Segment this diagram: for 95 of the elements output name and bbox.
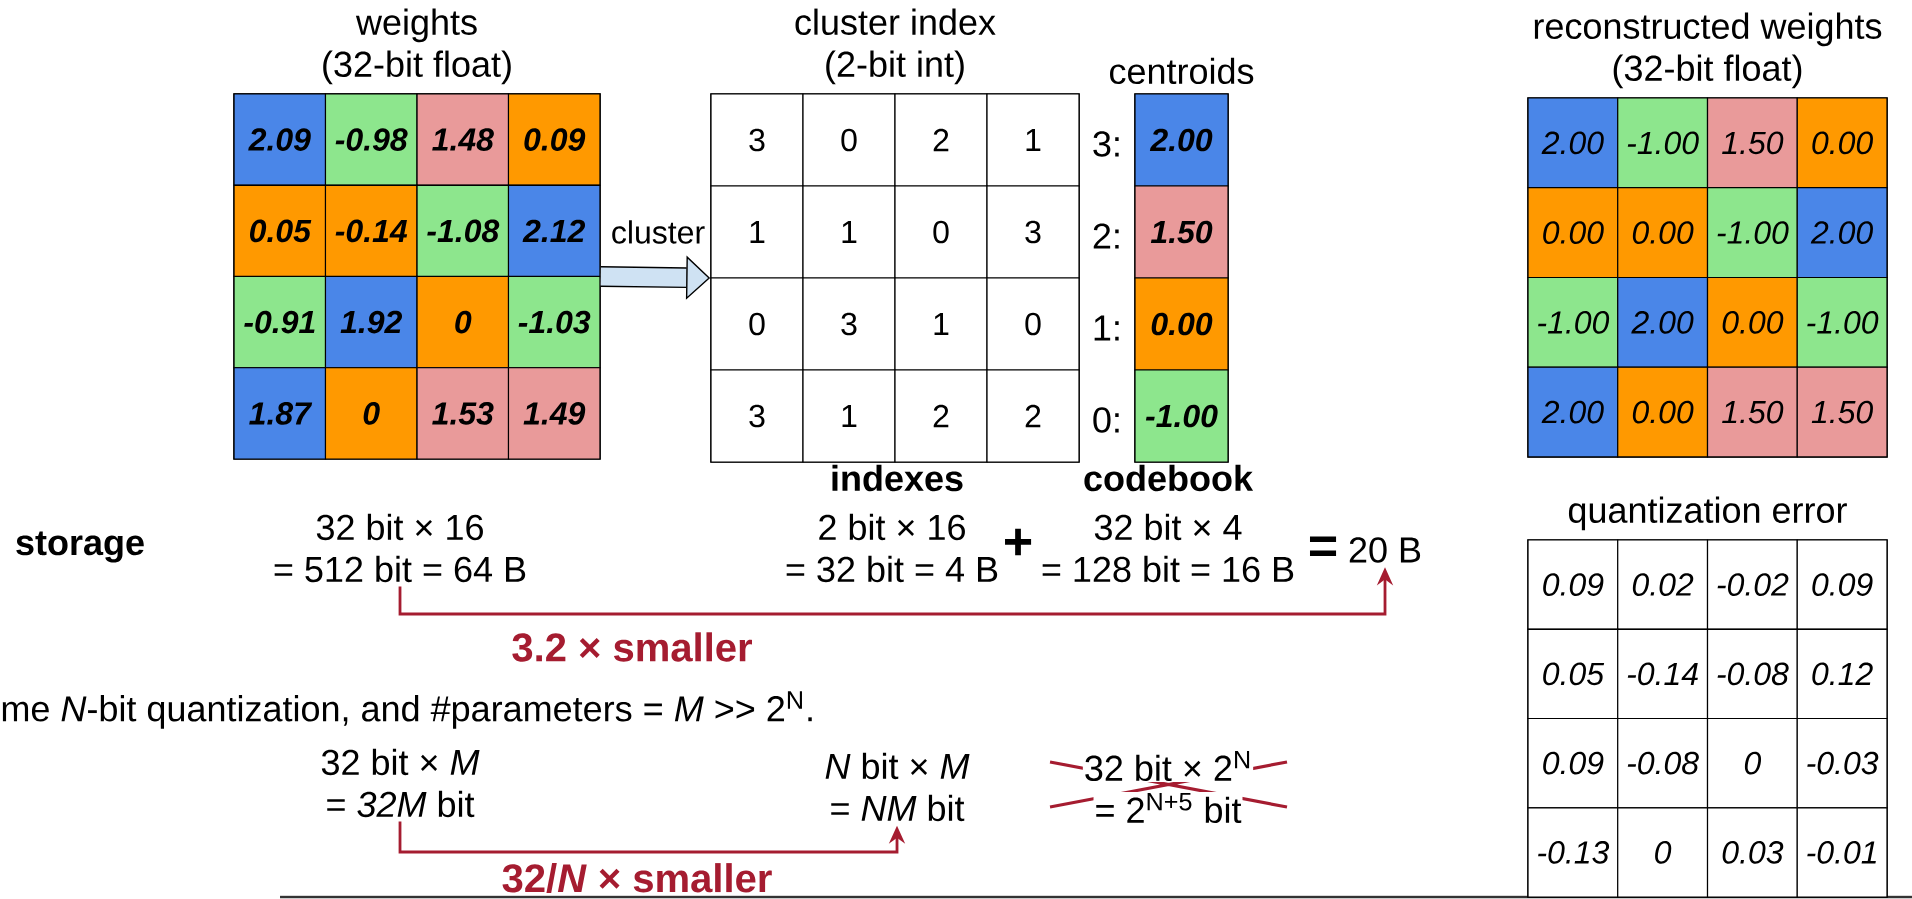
weight-cell: 0: [416, 275, 510, 369]
index-label: 3:: [1093, 131, 1119, 157]
section-heading: indexes: [832, 464, 963, 492]
weight-cell: 0.00: [1617, 366, 1709, 458]
weight-cell: 0.00: [1706, 276, 1798, 368]
weight-cell: -1.00: [1706, 187, 1798, 279]
index-cell: 2: [986, 369, 1080, 463]
node-label: cluster index (2-bit int): [795, 8, 996, 85]
error-cell: 0.12: [1796, 628, 1888, 720]
weight-cell: 1.87: [233, 367, 327, 460]
weight-cell: 0.09: [507, 93, 601, 186]
storage-formula: 32 bit × M = 32M bit: [321, 748, 480, 818]
storage-formula: 2 bit × 16 = 32 bit = 4 B: [786, 513, 998, 583]
weight-cell: -1.03: [507, 275, 601, 369]
error-cell: -0.08: [1706, 628, 1798, 720]
node-label: 0: [1655, 841, 1672, 864]
error-cell: -0.03: [1796, 717, 1888, 809]
storage-formula: 32 bit × 16 = 512 bit = 64 B: [274, 513, 526, 583]
error-cell: 0.02: [1617, 539, 1709, 630]
node-label: reconstructed weights (32-bit float): [1534, 12, 1882, 89]
plus-sign: +: [1005, 528, 1032, 556]
weight-cell: 1.53: [416, 367, 510, 460]
index-cell: 0: [986, 277, 1080, 371]
centroid-cell: 2.00: [1134, 93, 1229, 187]
node-label: weights (32-bit float): [323, 8, 511, 85]
index-label: 0:: [1093, 407, 1119, 433]
storage-formula: 32 bit × 2$^{N}$ = 2$^{N+5}$ bit: [1082, 749, 1254, 825]
weight-cell: 2.00: [1527, 97, 1619, 189]
weight-cell: -0.91: [233, 275, 327, 369]
error-cell: -0.01: [1796, 807, 1888, 898]
weight-cell: 1.49: [507, 367, 601, 460]
weight-cell: 0.00: [1617, 187, 1709, 279]
error-cell: 0.09: [1527, 539, 1619, 630]
index-cell: 3: [986, 185, 1080, 279]
storage-formula: N bit × M = NM bit: [825, 752, 970, 822]
assumption-text: me N-bit quantization, and #parameters = M >> 2$^{N}$.: [2, 691, 812, 729]
weight-cell: 1.50: [1706, 366, 1798, 458]
weight-cell: -0.98: [324, 93, 418, 186]
index-cell: 0: [802, 93, 896, 187]
index-cell: 3: [710, 369, 804, 463]
error-cell: 0.09: [1796, 539, 1888, 630]
index-cell: 1: [986, 93, 1080, 187]
error-cell: -0.14: [1617, 628, 1709, 720]
weight-cell: 2.00: [1617, 276, 1709, 368]
node-label: centroids: [1110, 57, 1254, 85]
index-cell: 1: [710, 185, 804, 279]
node-label: quantization error: [1568, 496, 1847, 531]
centroid-cell: 1.50: [1134, 185, 1229, 279]
index-label: 2:: [1093, 223, 1119, 249]
weight-cell: 1.50: [1796, 366, 1888, 458]
weight-cell: 1.50: [1706, 97, 1798, 189]
section-heading: codebook: [1084, 464, 1254, 492]
error-cell: 0.05: [1527, 628, 1619, 720]
weight-cell: 2.09: [233, 93, 327, 186]
weight-cell: 1.48: [416, 93, 510, 186]
error-cell: 0: [1617, 807, 1709, 898]
storage-total: 20 B: [1349, 537, 1421, 563]
index-cell: 2: [894, 369, 988, 463]
weight-cell: -1.00: [1527, 276, 1619, 368]
weight-cell: 0.05: [233, 184, 327, 278]
storage-formula: 32 bit × 4 = 128 bit = 16 B: [1042, 513, 1294, 583]
error-cell: -0.02: [1706, 539, 1798, 630]
index-cell: 3: [802, 277, 896, 371]
index-label: 1:: [1094, 315, 1119, 341]
weight-cell: 2.00: [1527, 366, 1619, 458]
node-label: -0.13: [1538, 841, 1610, 864]
index-cell: 1: [894, 277, 988, 371]
equals-sign: =: [1310, 536, 1337, 557]
index-cell: 3: [710, 93, 804, 187]
edge-label: 3.2 × smaller: [509, 630, 755, 664]
index-cell: 1: [802, 369, 896, 463]
weight-cell: -1.00: [1617, 97, 1709, 189]
error-cell: 0: [1706, 717, 1798, 809]
index-cell: 0: [894, 185, 988, 279]
storage-label: storage: [16, 531, 144, 563]
weight-cell: 0: [324, 367, 418, 460]
weight-cell: -1.00: [1796, 276, 1888, 368]
centroid-cell: -1.00: [1134, 369, 1229, 463]
index-cell: 2: [894, 93, 988, 187]
error-cell: 0.09: [1527, 717, 1619, 809]
weight-cell: -1.08: [416, 184, 510, 278]
weight-cell: 0.00: [1796, 97, 1888, 189]
index-cell: 1: [802, 185, 896, 279]
weight-cell: 2.12: [507, 184, 601, 278]
edge-label: cluster: [608, 218, 708, 246]
weight-cell: 2.00: [1796, 187, 1888, 279]
error-cell: -0.08: [1617, 717, 1709, 809]
weight-cell: 1.92: [324, 275, 418, 369]
centroid-cell: 0.00: [1134, 277, 1229, 371]
error-cell: 0.03: [1706, 807, 1798, 898]
index-cell: 0: [710, 277, 804, 371]
weight-cell: 0.00: [1527, 187, 1619, 279]
weight-cell: -0.14: [324, 184, 418, 278]
edge-label: 32/N × smaller: [499, 861, 775, 895]
error-cell: -0.13: [1527, 807, 1619, 898]
